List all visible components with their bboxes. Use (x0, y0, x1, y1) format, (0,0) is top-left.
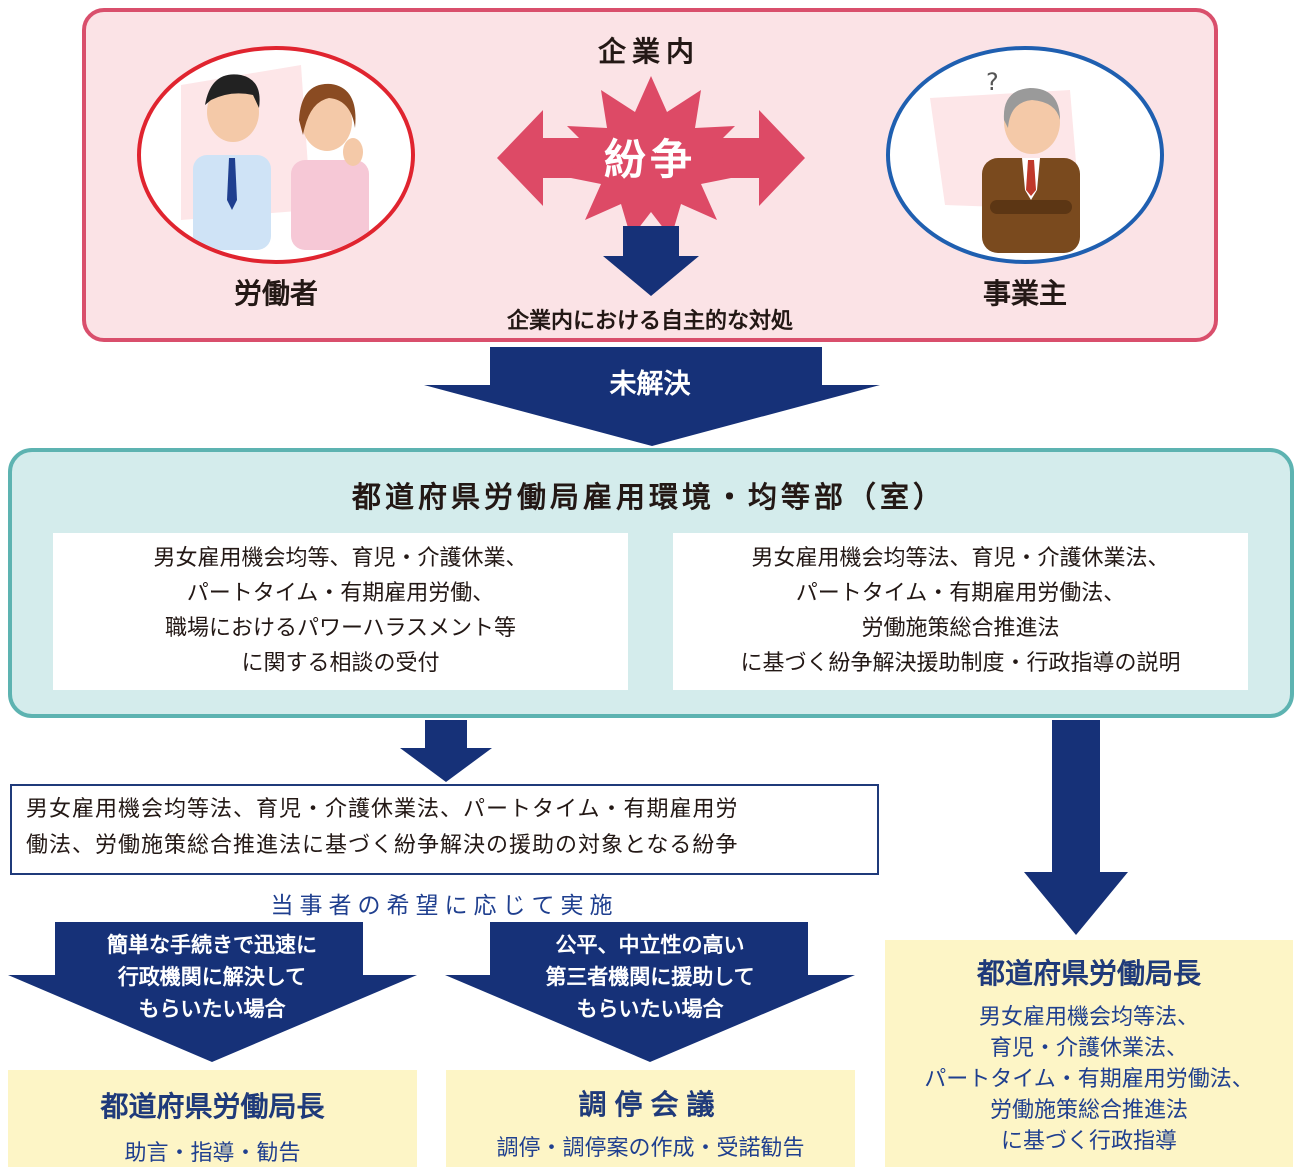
mediation-body: 調停・調停案の作成・受諾勧告 (496, 1136, 805, 1161)
explanation-line: 男女雇用機会均等法、育児・介護休業法、 (751, 546, 1170, 571)
quick-resolution-line: 行政機関に解決して (117, 965, 307, 989)
svg-text:?: ? (986, 68, 999, 96)
quick-resolution-line: もらいたい場合 (138, 997, 286, 1021)
employer-circle: ? (886, 46, 1164, 264)
bureau-chief-advice-body: 助言・指導・勧告 (124, 1141, 301, 1166)
neutral-mediation-line: 第三者機関に援助して (545, 965, 755, 989)
dispute-line: 働法、労働施策総合推進法に基づく紛争解決の援助の対象となる紛争 (26, 833, 739, 858)
mediation-title: 調停会議 (578, 1088, 723, 1121)
employer-illustration: ? (930, 68, 1080, 253)
worker-circle (137, 46, 415, 264)
bureau-chief-advice-box (8, 1070, 417, 1167)
bureau-chief-guidance-body: 男女雇用機会均等法、 育児・介護休業法、 パートタイム・有期雇用労働法、 労働施… (885, 1002, 1293, 1157)
self-resolve-arrow (603, 226, 699, 296)
consultation-box: 男女雇用機会均等、育児・介護休業、 パートタイム・有期雇用労働、 職場におけるパ… (53, 533, 628, 690)
guidance-line: パートタイム・有期雇用労働法、 (924, 1067, 1254, 1092)
explanation-box: 男女雇用機会均等法、育児・介護休業法、 パートタイム・有期雇用労働法、 労働施策… (673, 533, 1248, 690)
worker-label: 労働者 (233, 277, 318, 310)
consultation-line: 男女雇用機会均等、育児・介護休業、 (153, 546, 528, 571)
company-internal-title: 企業内 (597, 35, 700, 68)
self-resolve-label: 企業内における自主的な対処 (506, 309, 793, 334)
worker-illustration (181, 65, 369, 250)
consultation-line: パートタイム・有期雇用労働、 (186, 581, 495, 606)
conflict-burst (561, 76, 741, 238)
explanation-line: パートタイム・有期雇用労働法、 (795, 581, 1126, 606)
conflict-arrows (497, 76, 805, 296)
unresolved-label: 未解決 (609, 369, 691, 400)
conflict-label: 紛争 (603, 135, 696, 184)
down-arrow-right (1024, 720, 1128, 935)
quick-resolution-arrow (8, 922, 417, 1062)
consultation-line: 職場におけるパワーハラスメント等 (164, 616, 517, 641)
target-dispute-box: 男女雇用機会均等法、育児・介護休業法、パートタイム・有期雇用労 働法、労働施策総… (10, 784, 879, 875)
explanation-line: 労働施策総合推進法 (861, 616, 1060, 641)
neutral-mediation-line: もらいたい場合 (576, 997, 724, 1021)
mediation-box (446, 1070, 855, 1167)
employer-label: 事業主 (982, 277, 1067, 310)
explanation-line: に基づく紛争解決援助制度・行政指導の説明 (740, 651, 1181, 676)
unresolved-arrow (424, 347, 880, 446)
neutral-mediation-label: 公平、中立性の高い 第三者機関に援助して もらいたい場合 (500, 929, 800, 1025)
bureau-chief-guidance-box (885, 940, 1293, 1167)
bureau-chief-guidance-title: 都道府県労働局長 (976, 957, 1201, 990)
guidance-line: 育児・介護休業法、 (989, 1036, 1188, 1061)
consultation-line: に関する相談の受付 (241, 651, 440, 676)
bureau-chief-advice-title: 都道府県労働局長 (100, 1090, 325, 1123)
guidance-line: 労働施策総合推進法 (989, 1098, 1188, 1123)
down-arrow-to-dispute (400, 720, 492, 782)
labour-bureau-title: 都道府県労働局雇用環境・均等部（室） (351, 480, 946, 514)
quick-resolution-label: 簡単な手続きで迅速に 行政機関に解決して もらいたい場合 (62, 929, 362, 1025)
dispute-line: 男女雇用機会均等法、育児・介護休業法、パートタイム・有期雇用労 (26, 797, 739, 822)
guidance-line: に基づく行政指導 (1000, 1129, 1177, 1154)
party-request-label: 当事者の希望に応じて実施 (270, 893, 619, 919)
quick-resolution-line: 簡単な手続きで迅速に (107, 933, 317, 957)
neutral-mediation-arrow (445, 922, 855, 1062)
guidance-line: 男女雇用機会均等法、 (978, 1005, 1199, 1030)
neutral-mediation-line: 公平、中立性の高い (555, 933, 745, 957)
